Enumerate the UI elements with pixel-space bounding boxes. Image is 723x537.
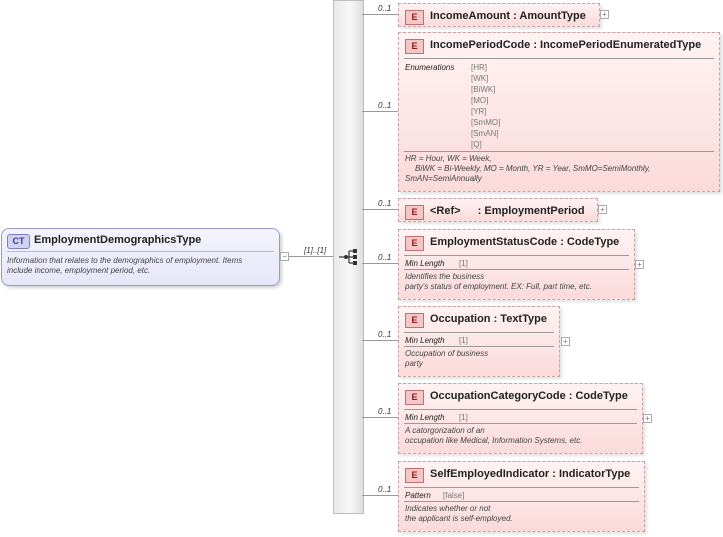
element-title: IncomePeriodCode : IncomePeriodEnumerate… <box>430 39 702 51</box>
element-description: HR = Hour, WK = Week, BiWK = Bi-Weekly, … <box>405 154 651 183</box>
element-employment-period-ref[interactable]: E <Ref> : EmploymentPeriod <box>398 198 598 222</box>
element-badge: E <box>405 390 424 405</box>
element-title: <Ref> : EmploymentPeriod <box>430 205 585 217</box>
property-label: Min Length <box>405 413 445 422</box>
property-value: [false] <box>443 491 465 500</box>
expand-icon[interactable]: + <box>643 414 652 423</box>
sequence-compositor-icon[interactable] <box>338 248 360 266</box>
enum-value: [WK] <box>471 74 489 83</box>
connector-line <box>289 256 337 257</box>
connector-line <box>362 209 398 210</box>
divider <box>404 269 629 270</box>
connector-line <box>362 495 398 496</box>
divider <box>404 346 554 347</box>
expand-icon[interactable]: + <box>635 260 644 269</box>
property-value: [1] <box>459 336 468 345</box>
divider <box>404 58 714 59</box>
divider <box>7 251 274 252</box>
connector-line <box>362 340 398 341</box>
enumerations-label: Enumerations <box>405 63 455 72</box>
expand-icon[interactable]: + <box>561 337 570 346</box>
element-occupation[interactable]: E Occupation : TextType Min Length [1] O… <box>398 306 560 377</box>
expand-icon[interactable]: + <box>598 205 607 214</box>
element-title: EmploymentStatusCode : CodeType <box>430 236 620 248</box>
collapse-icon[interactable]: − <box>280 252 289 261</box>
multiplicity-label: 0..1 <box>378 330 392 339</box>
connector-line <box>362 263 398 264</box>
element-description: A catorgorization of an occupation like … <box>405 426 583 445</box>
element-description: Identifies the business party's status o… <box>405 272 592 291</box>
multiplicity-label: 0..1 <box>378 485 392 494</box>
complex-type-box[interactable]: CT EmploymentDemographicsType Informatio… <box>1 228 280 286</box>
enum-value: [BiWK] <box>471 85 496 94</box>
element-badge: E <box>405 10 424 25</box>
expand-icon[interactable]: + <box>600 10 609 19</box>
multiplicity-label: 0..1 <box>378 4 392 13</box>
complex-type-badge: CT <box>7 234 30 249</box>
element-description: Indicates whether or not the applicant i… <box>405 504 513 523</box>
element-title: OccupationCategoryCode : CodeType <box>430 390 628 402</box>
element-badge: E <box>405 468 424 483</box>
divider <box>404 151 714 152</box>
connector-line <box>362 111 398 112</box>
enum-value: [SmAN] <box>471 129 499 138</box>
multiplicity-label: 0..1 <box>378 407 392 416</box>
multiplicity-label: 0..1 <box>378 199 392 208</box>
element-occupation-category-code[interactable]: E OccupationCategoryCode : CodeType Min … <box>398 383 643 454</box>
complex-type-description: Information that relates to the demograp… <box>7 256 243 275</box>
element-description: Occupation of business party <box>405 349 489 368</box>
divider <box>404 255 629 256</box>
property-label: Min Length <box>405 336 445 345</box>
property-value: [1] <box>459 259 468 268</box>
enum-value: [MO] <box>471 96 489 105</box>
enum-value: [SmMO] <box>471 118 501 127</box>
multiplicity-label: 0..1 <box>378 253 392 262</box>
element-income-amount[interactable]: E IncomeAmount : AmountType <box>398 3 600 27</box>
element-badge: E <box>405 313 424 328</box>
element-employment-status-code[interactable]: E EmploymentStatusCode : CodeType Min Le… <box>398 229 635 300</box>
element-self-employed-indicator[interactable]: E SelfEmployedIndicator : IndicatorType … <box>398 461 645 532</box>
divider <box>404 332 554 333</box>
multiplicity-label: 0..1 <box>378 101 392 110</box>
connector-line <box>362 417 398 418</box>
element-badge: E <box>405 39 424 54</box>
enum-value: [Q] <box>471 140 482 149</box>
sequence-cardinality: [1]..[1] <box>304 246 327 255</box>
divider <box>404 487 639 488</box>
element-badge: E <box>405 236 424 251</box>
connector-line <box>362 14 398 15</box>
divider <box>404 501 639 502</box>
divider <box>404 423 637 424</box>
enum-value: [YR] <box>471 107 487 116</box>
element-title: IncomeAmount : AmountType <box>430 10 586 22</box>
element-title: Occupation : TextType <box>430 313 547 325</box>
element-badge: E <box>405 205 424 220</box>
property-label: Min Length <box>405 259 445 268</box>
property-label: Pattern <box>405 491 431 500</box>
element-income-period-code[interactable]: E IncomePeriodCode : IncomePeriodEnumera… <box>398 32 720 192</box>
divider <box>404 409 637 410</box>
property-value: [1] <box>459 413 468 422</box>
complex-type-name: EmploymentDemographicsType <box>34 234 202 246</box>
enum-value: [HR] <box>471 63 487 72</box>
element-title: SelfEmployedIndicator : IndicatorType <box>430 468 631 480</box>
